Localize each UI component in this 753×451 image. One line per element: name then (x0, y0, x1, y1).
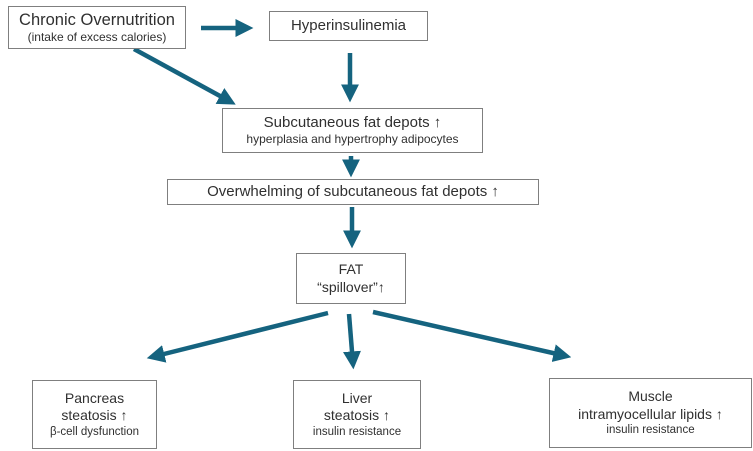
node-subtitle: insulin resistance (312, 425, 402, 438)
node-line2: steatosis ↑ (323, 407, 391, 424)
node-chronic-overnutrition: Chronic Overnutrition (intake of excess … (8, 6, 186, 49)
node-line2: “spillover”↑ (317, 278, 385, 295)
node-fat-spillover: FAT “spillover”↑ (296, 253, 406, 304)
node-subtitle: β-cell dysfunction (49, 425, 140, 438)
node-line2: steatosis ↑ (61, 407, 128, 424)
arrow-fat-spillover-to-liver (343, 313, 361, 370)
arrow-fat-spillover-to-muscle (372, 309, 572, 362)
node-line1: Pancreas (64, 389, 125, 406)
node-subtitle: (intake of excess calories) (27, 30, 167, 45)
arrow-chronic-to-subcutaneous (132, 47, 236, 105)
node-subcutaneous-fat-depots: Subcutaneous fat depots ↑ hyperplasia an… (222, 108, 483, 153)
arrow-fat-spillover-to-pancreas (146, 310, 329, 363)
node-subtitle: insulin resistance (606, 424, 695, 437)
node-line1: Liver (341, 389, 373, 406)
node-title: Hyperinsulinemia (290, 16, 407, 34)
node-line1: FAT (338, 261, 364, 277)
node-pancreas-steatosis: Pancreas steatosis ↑ β-cell dysfunction (32, 380, 157, 449)
node-muscle-intramyocellular-lipids: Muscle intramyocellular lipids ↑ insulin… (549, 378, 752, 448)
node-overwhelming-fat-depots: Overwhelming of subcutaneous fat depots … (167, 179, 539, 205)
node-line2: intramyocellular lipids ↑ (578, 405, 723, 422)
node-liver-steatosis: Liver steatosis ↑ insulin resistance (293, 380, 421, 449)
node-title: Overwhelming of subcutaneous fat depots … (207, 182, 499, 200)
node-line1: Muscle (628, 388, 673, 405)
node-hyperinsulinemia: Hyperinsulinemia (269, 11, 428, 41)
node-title: Subcutaneous fat depots ↑ (263, 113, 442, 131)
node-title: Chronic Overnutrition (19, 10, 175, 29)
node-subtitle: hyperplasia and hypertrophy adipocytes (246, 132, 459, 147)
